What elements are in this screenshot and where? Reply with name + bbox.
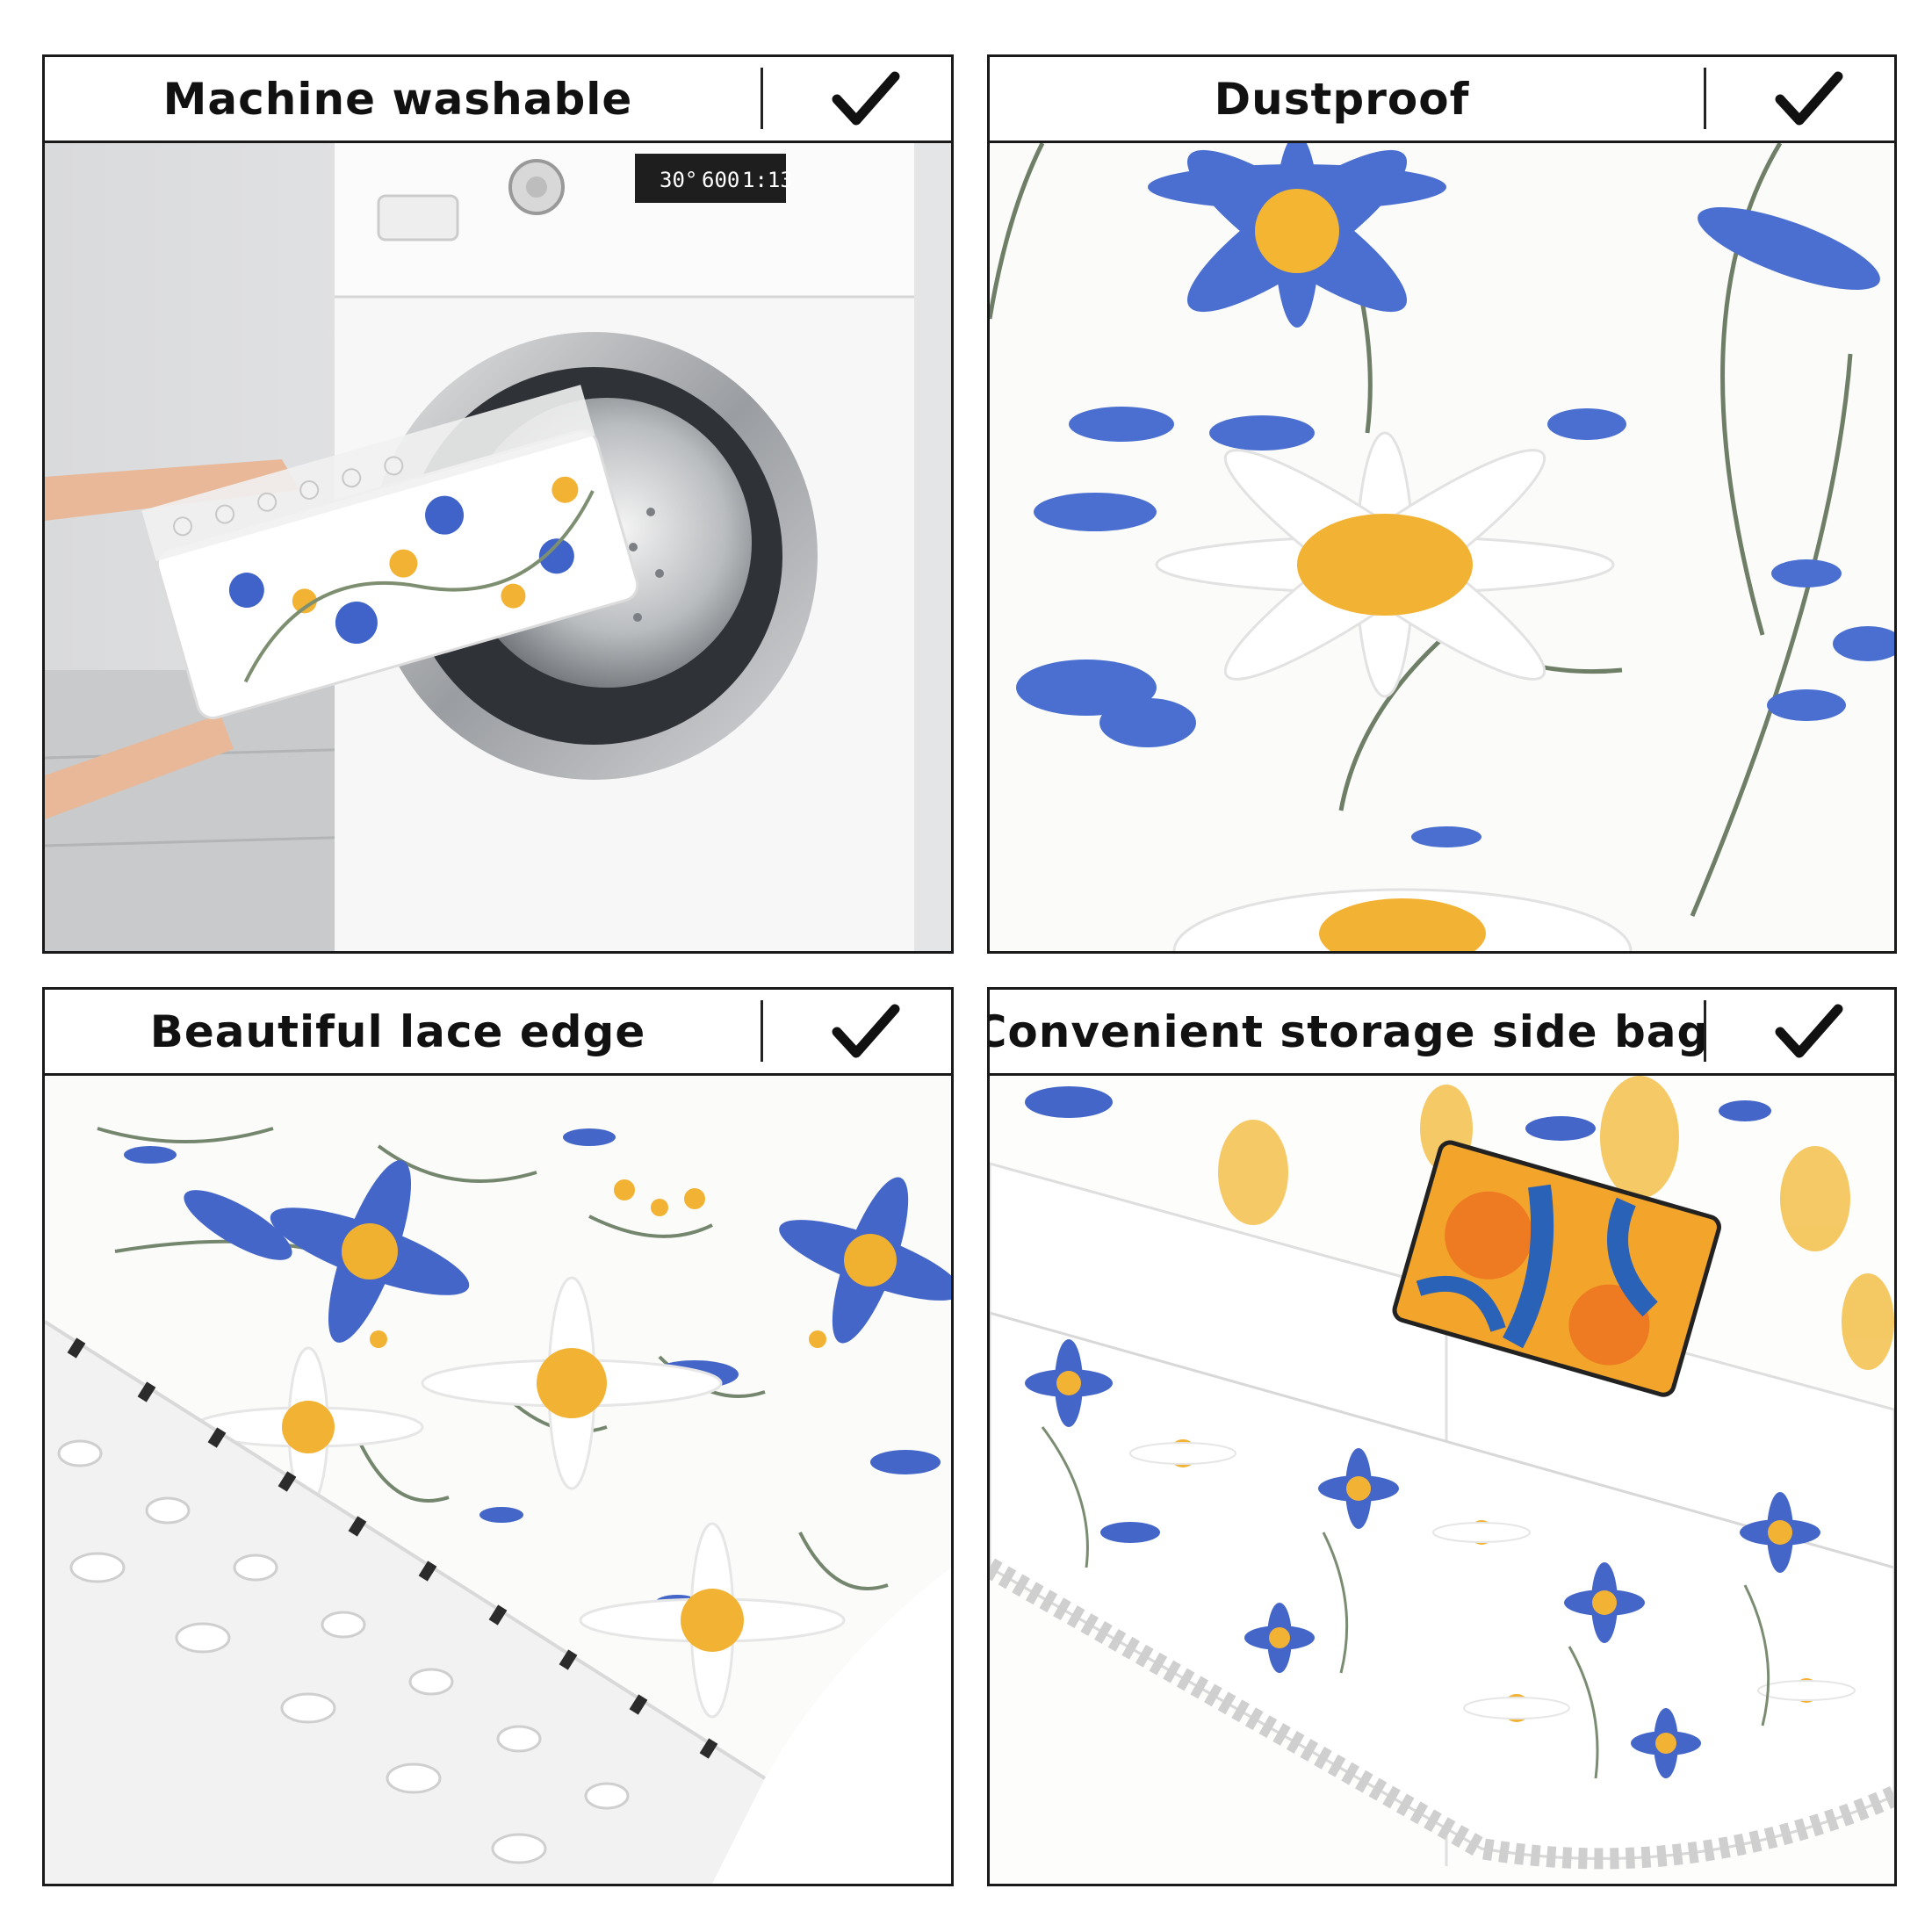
washing-machine-photo: 30° 600 1:13: [45, 143, 951, 951]
panel-header: Convenient storage side bag: [990, 990, 1894, 1076]
header-divider: [761, 1000, 763, 1062]
panel-header: Beautiful lace edge: [45, 990, 951, 1076]
panel-title: Convenient storage side bag: [987, 1006, 1710, 1057]
panel-header: Machine washable: [45, 57, 951, 143]
washer-time-readout: 1:13: [742, 168, 793, 192]
feature-panel-dustproof: Dustproof: [987, 54, 1897, 954]
header-divider: [1704, 1000, 1706, 1062]
feature-panel-lace-edge: Beautiful lace edge: [42, 987, 954, 1886]
header-divider: [1704, 68, 1706, 129]
header-divider: [761, 68, 763, 129]
feature-panel-storage-side-bag: Convenient storage side bag: [987, 987, 1897, 1886]
checkmark-icon: [1775, 71, 1843, 126]
panel-title: Dustproof: [1214, 73, 1470, 125]
checkmark-icon: [832, 1004, 900, 1058]
feature-panel-machine-washable: Machine washable: [42, 54, 954, 954]
washer-temp-readout: 30°: [660, 168, 697, 192]
checkmark-icon: [832, 71, 900, 126]
panel-title: Machine washable: [162, 73, 633, 125]
side-pocket-photo: [990, 1076, 1894, 1884]
washer-spin-readout: 600: [702, 168, 739, 192]
checkmark-icon: [1775, 1004, 1843, 1058]
floral-fabric-closeup: [990, 143, 1894, 951]
panel-header: Dustproof: [990, 57, 1894, 143]
panel-title: Beautiful lace edge: [149, 1006, 646, 1057]
lace-edge-photo: [45, 1076, 951, 1884]
